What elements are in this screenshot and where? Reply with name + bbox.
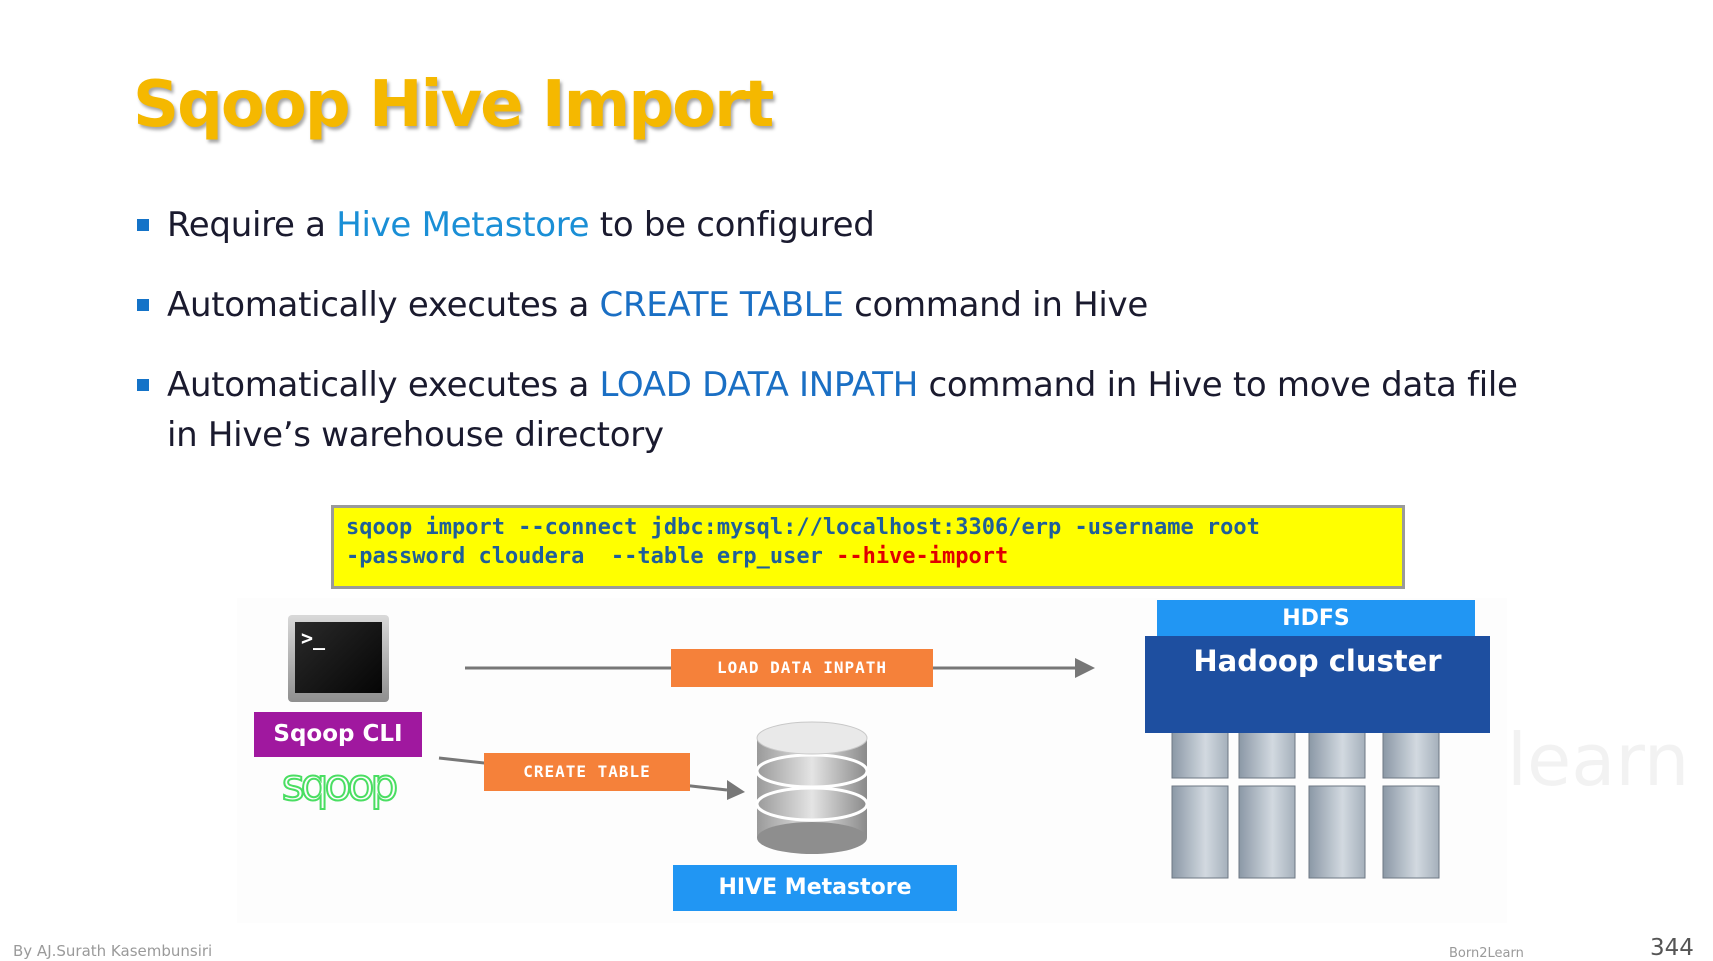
sqoop-logo: sqoop <box>281 760 400 811</box>
terminal-prompt: >_ <box>295 622 382 693</box>
bullet-highlight: CREATE TABLE <box>599 285 844 325</box>
bullet-square-icon <box>137 379 149 391</box>
load-data-inpath-label: LOAD DATA INPATH <box>671 649 933 687</box>
hdfs-label: HDFS <box>1157 600 1475 636</box>
bullet-text-pre: Require a <box>167 205 337 245</box>
hive-import-flag: --hive-import <box>836 544 1009 569</box>
bullet-list: Require a Hive Metastore to be configure… <box>133 200 1553 490</box>
slide-title: Sqoop Hive Import <box>133 68 774 142</box>
watermark-text: learn <box>1507 718 1690 802</box>
sqoop-command-box: sqoop import --connect jdbc:mysql://loca… <box>331 505 1405 589</box>
page-number: 344 <box>1650 935 1694 961</box>
bullet-text-pre: Automatically executes a <box>167 285 600 325</box>
hadoop-cluster-label: Hadoop cluster <box>1145 636 1490 733</box>
create-arrow-head-icon <box>727 780 745 800</box>
bullet-item: Require a Hive Metastore to be configure… <box>133 200 1553 250</box>
bullet-square-icon <box>137 299 149 311</box>
create-table-label: CREATE TABLE <box>484 753 690 791</box>
command-line-1: sqoop import --connect jdbc:mysql://loca… <box>346 515 1260 540</box>
load-arrow-head-icon <box>1075 658 1095 678</box>
bullet-text-post: command in Hive <box>843 285 1148 325</box>
sqoop-hive-diagram: >_ Sqoop CLI sqoop LOAD DATA INPATH CREA… <box>237 598 1689 923</box>
footer-author: By AJ.Surath Kasembunsiri <box>13 942 213 960</box>
sqoop-cli-label: Sqoop CLI <box>254 712 422 757</box>
bullet-item: Automatically executes a CREATE TABLE co… <box>133 280 1553 330</box>
database-icon <box>755 721 869 854</box>
bullet-square-icon <box>137 219 149 231</box>
bullet-highlight: Hive Metastore <box>336 205 590 245</box>
bullet-text-post: to be configured <box>589 205 875 245</box>
footer-brand: Born2Learn <box>1449 946 1524 961</box>
bullet-text-pre: Automatically executes a <box>167 365 600 405</box>
bullet-text-post: command in Hive to move data file in Hiv… <box>167 365 1518 455</box>
hive-metastore-label: HIVE Metastore <box>673 865 957 911</box>
bullet-item: Automatically executes a LOAD DATA INPAT… <box>133 360 1553 460</box>
terminal-icon: >_ <box>288 615 389 702</box>
bullet-highlight: LOAD DATA INPATH <box>599 365 919 405</box>
command-line-2: -password cloudera --table erp_user <box>346 544 837 569</box>
